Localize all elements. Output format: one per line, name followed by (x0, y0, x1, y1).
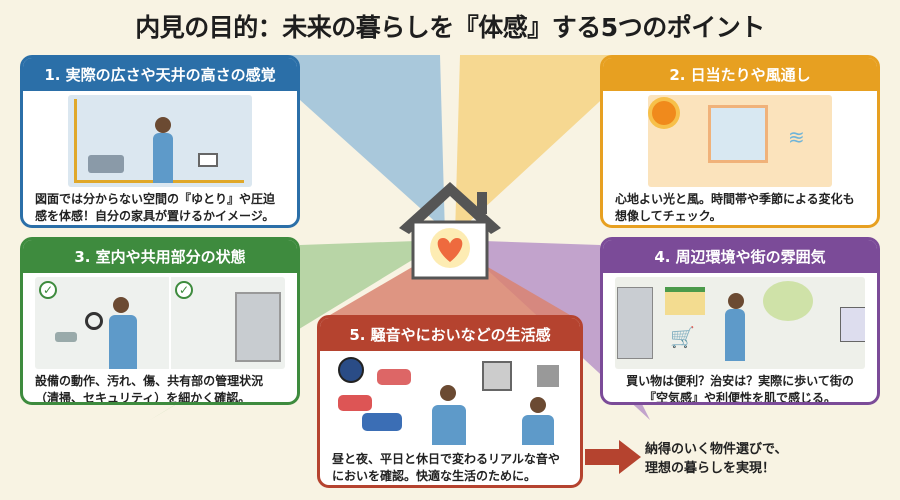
point-card-sunlight: 2. 日当たりや風通し ≋ 心地よい光と風。時間帯や季節による変化も想像してチェ… (600, 55, 880, 228)
station-icon (840, 307, 865, 342)
fan-icon (482, 361, 512, 391)
sunlight-room-illustration: ≋ (648, 95, 832, 187)
wind-icon: ≋ (788, 125, 805, 149)
arrow-right-icon (585, 440, 641, 474)
conclusion-text: 納得のいく物件選びで、 理想の暮らしを実現！ (645, 442, 788, 476)
sun-icon (652, 101, 676, 125)
neighborhood-illustration: 🛒 (615, 277, 865, 369)
car-icon (362, 413, 402, 431)
sofa-icon (88, 155, 124, 173)
cart-icon: 🛒 (670, 325, 695, 349)
card-text: 設備の動作、汚れ、傷、共有部の管理状況（清掃、セキュリティ）を細かく確認。 (35, 374, 264, 405)
card-heading: 3. 室内や共用部分の状態 (23, 240, 297, 273)
inspection-illustration: ✓ ✓ (35, 277, 285, 369)
person-icon (113, 297, 129, 313)
tv-icon (198, 153, 218, 167)
page-title: 内見の目的：未来の暮らしを『体感』する5つのポイント (135, 13, 765, 42)
card-heading: 4. 周辺環境や街の雰囲気 (603, 240, 877, 273)
card-text: 図面では分からない空間の『ゆとり』や圧迫感を体感！自分の家具が置けるかイメージ。 (35, 192, 276, 223)
point-card-space: 1. 実際の広さや天井の高さの感覚 図面では分からない空間の『ゆとり』や圧迫感を… (20, 55, 300, 228)
car-icon (377, 369, 411, 385)
card-text: 心地よい光と風。時間帯や季節による変化も想像してチェック。 (615, 192, 855, 223)
clock-icon (338, 357, 364, 383)
walking-person-icon (728, 293, 744, 309)
noise-smell-illustration (332, 355, 568, 445)
card-heading: 2. 日当たりや風通し (603, 58, 877, 91)
car-icon (338, 395, 372, 411)
card-text: 昼と夜、平日と休日で変わるリアルな音やにおいを確認。快適な生活のために。 (332, 452, 560, 483)
point-card-noise-smell: 5. 騒音やにおいなどの生活感 昼と夜、平日と休日で変わるリアルな音やにおいを確… (317, 315, 583, 488)
check-icon: ✓ (39, 281, 57, 299)
check-icon: ✓ (175, 281, 193, 299)
person-icon (155, 117, 171, 133)
building-icon (617, 287, 653, 359)
point-card-neighborhood: 4. 周辺環境や街の雰囲気 🛒 買い物は便利？治安は？実際に歩いて街の『空気感』… (600, 237, 880, 405)
smelling-person-icon (530, 397, 546, 413)
store-icon (665, 287, 705, 315)
card-heading: 1. 実際の広さや天井の高さの感覚 (23, 58, 297, 91)
window-icon (708, 105, 768, 163)
park-icon (763, 281, 813, 321)
height-ruler-icon (74, 99, 77, 183)
house-heart-icon (395, 180, 505, 284)
point-card-condition: 3. 室内や共用部分の状態 ✓ ✓ 設備の動作、汚れ、傷、共有部の管理状況（清掃… (20, 237, 300, 405)
card-heading: 5. 騒音やにおいなどの生活感 (320, 318, 580, 351)
trash-can-icon (537, 365, 559, 387)
room-space-illustration (68, 95, 252, 187)
elevator-icon (235, 292, 281, 362)
magnifier-icon (85, 312, 103, 330)
faucet-icon (55, 332, 77, 342)
card-text: 買い物は便利？治安は？実際に歩いて街の『空気感』や利便性を肌で感じる。 (626, 374, 854, 405)
listening-person-icon (440, 385, 456, 401)
